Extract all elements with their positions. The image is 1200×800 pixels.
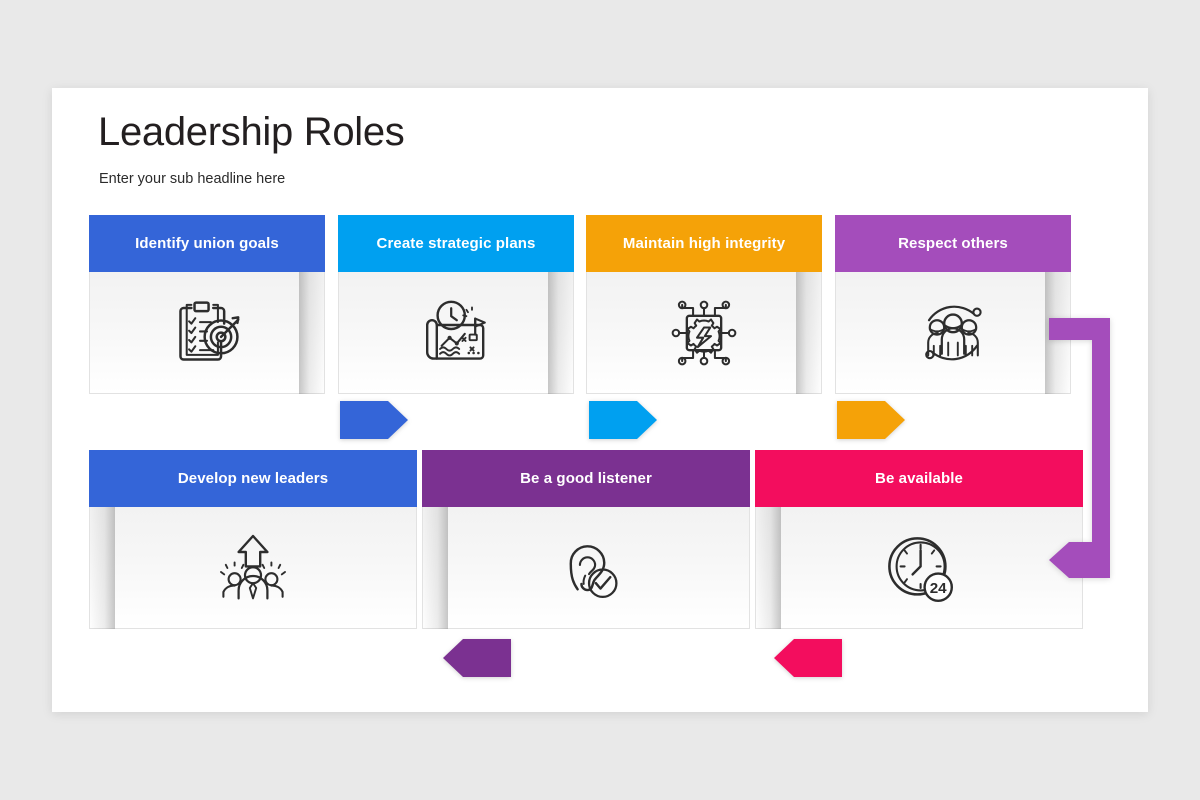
connector-arrow-6-to-5	[443, 639, 511, 677]
step-header-4[interactable]: Respect others	[835, 215, 1071, 272]
clipboard-target-icon	[179, 300, 240, 361]
step-body-2	[338, 272, 574, 394]
strategy-map-icon	[426, 300, 486, 360]
step-header-5[interactable]: Develop new leaders	[89, 450, 417, 507]
connector-arrow-1-to-2	[340, 401, 408, 439]
circuit-gear-icon	[671, 300, 737, 365]
step-body-1	[89, 272, 325, 394]
step-header-1[interactable]: Identify union goals	[89, 215, 325, 272]
page-title: Leadership Roles	[98, 110, 405, 154]
connector-wrap-4-to-7	[1049, 318, 1110, 578]
step-body-5	[89, 507, 417, 629]
page-subtitle: Enter your sub headline here	[99, 171, 286, 187]
step-header-6[interactable]: Be a good listener	[422, 450, 750, 507]
team-network-icon	[925, 305, 982, 360]
step-body-4	[835, 272, 1071, 394]
step-body-7: 24	[755, 507, 1083, 629]
slide-canvas: Leadership Roles Enter your sub headline…	[52, 88, 1148, 712]
clock-24-icon: 24	[888, 536, 953, 602]
step-body-3	[586, 272, 822, 394]
team-growth-arrow-icon	[220, 534, 286, 600]
connector-arrow-2-to-3	[589, 401, 657, 439]
connector-arrow-3-to-4	[837, 401, 905, 439]
ear-check-icon	[569, 544, 618, 598]
svg-text:24: 24	[930, 579, 947, 596]
connector-arrow-7-to-6	[774, 639, 842, 677]
step-header-3[interactable]: Maintain high integrity	[586, 215, 822, 272]
step-header-7[interactable]: Be available	[755, 450, 1083, 507]
step-body-6	[422, 507, 750, 629]
step-header-2[interactable]: Create strategic plans	[338, 215, 574, 272]
